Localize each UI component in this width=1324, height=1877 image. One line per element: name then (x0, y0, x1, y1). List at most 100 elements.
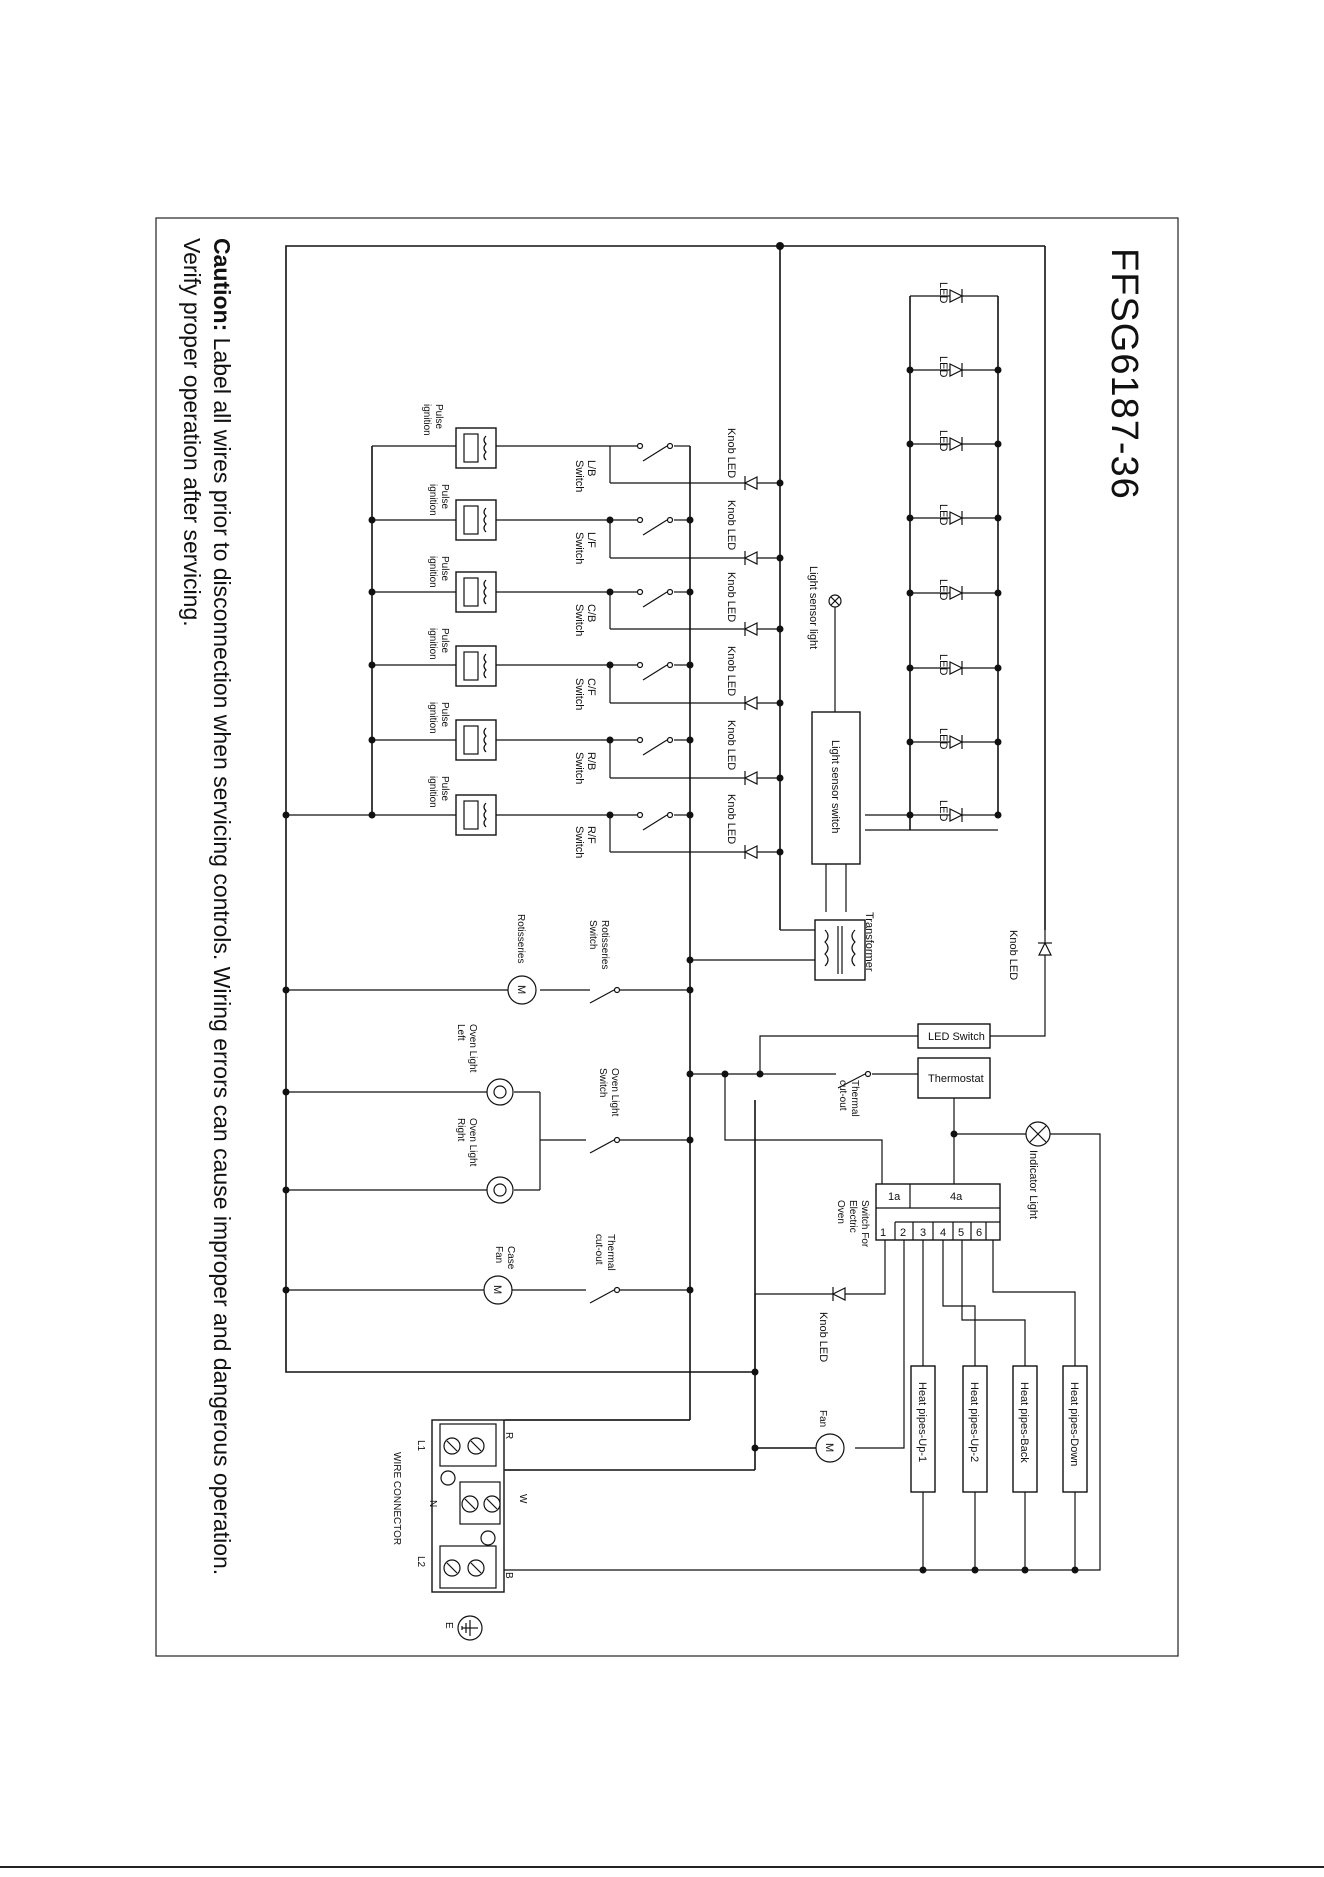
electric-oven-switch-label-a: Switch For (859, 1200, 870, 1248)
burner-row-2: Knob LED L/F Switch Pulse ignition (368, 484, 784, 565)
light-sensor: Light sensor light Light sensor switch (807, 566, 861, 912)
oven-light-left-label-b: Left (455, 1024, 466, 1041)
knob-led-label-4: Knob LED (725, 646, 737, 696)
switch-terminal-6: 6 (976, 1227, 982, 1239)
led-2 (906, 437, 1002, 451)
light-sensor-switch-box (811, 711, 861, 865)
oven-light-left-label-a: Oven Light (467, 1024, 478, 1073)
led-label-7: LED (937, 728, 949, 749)
switch-label-6b: Switch (573, 826, 585, 858)
heat-pipe-up-2-label: Heat pipes-Up-2 (968, 1382, 980, 1462)
oven-light-switch-label-b: Switch (597, 1068, 608, 1097)
pulse-label-1b: ignition (421, 404, 432, 436)
case-fan-thermal-label-b: cut-out (593, 1234, 604, 1265)
pulse-label-2b: ignition (427, 484, 438, 516)
pulse-label-2a: Pulse (439, 484, 450, 509)
pulse-label-1a: Pulse (433, 404, 444, 429)
switch-label-5b: Switch (573, 752, 585, 784)
switch-label-5a: R/B (585, 752, 597, 770)
led-4 (906, 586, 1002, 600)
case-fan-label-b: Fan (493, 1246, 504, 1263)
heat-pipes: Heat pipes-Up-1 Heat pipes-Up-2 Heat pip… (910, 1365, 1088, 1574)
switch-terminal-1: 1 (880, 1227, 886, 1239)
led-label-8: LED (937, 800, 949, 821)
oven-light-switch-label-a: Oven Light (609, 1068, 620, 1117)
led-0 (949, 289, 964, 303)
burner-row-6: Knob LED R/F Switch Pulse ignition (282, 776, 784, 859)
model-title: FFSG6187-36 (1103, 248, 1145, 500)
switch-label-4a: C/F (585, 678, 597, 696)
knob-led-label-5: Knob LED (725, 720, 737, 770)
control-block: LED Switch Thermostat Knob LED Thermal c… (686, 930, 1101, 1571)
pulse-label-5b: ignition (427, 702, 438, 734)
switch-label-3a: C/B (585, 604, 597, 622)
connector-wire-r: R (503, 1432, 514, 1439)
burner-row-3: Knob LED C/B Switch Pulse ignition (368, 556, 784, 636)
led-label-5: LED (937, 579, 949, 600)
rotisseries-switch-label-a: Rotisseries (599, 920, 610, 969)
switch-terminal-3: 3 (920, 1227, 926, 1239)
rotisseries-label: Rotisseries (515, 914, 526, 963)
connector-terminal-l1: L1 (415, 1440, 426, 1452)
led-switch-label: LED Switch (928, 1031, 985, 1043)
switch-terminal-1a: 1a (888, 1191, 901, 1203)
wire-connector-label: WIRE CONNECTOR (391, 1452, 402, 1545)
switch-label-1b: Switch (573, 460, 585, 492)
switch-label-6a: R/F (585, 826, 597, 844)
fan-motor-symbol: M (823, 1443, 835, 1452)
burner-row-1: Knob LED L/B Switch Pulse ignition (372, 404, 784, 492)
pulse-ignition-1 (455, 427, 497, 469)
heat-pipe-up-1-label: Heat pipes-Up-1 (916, 1382, 928, 1462)
light-sensor-switch-label: Light sensor switch (829, 740, 841, 834)
knob-led-label-6: Knob LED (725, 794, 737, 844)
pulse-ignition-3 (455, 571, 497, 613)
switch-label-2a: L/F (585, 532, 597, 548)
led-label-3: LED (937, 430, 949, 451)
indicator-light-label: Indicator Light (1027, 1150, 1039, 1219)
heat-pipe-up-1-box (910, 1365, 936, 1493)
rails (285, 242, 1046, 1471)
pulse-label-4b: ignition (427, 628, 438, 660)
rotisseries-switch-label-b: Switch (587, 920, 598, 949)
knob-led-label-1: Knob LED (725, 428, 737, 478)
case-fan-label-a: Case (505, 1246, 516, 1270)
switch-label-2b: Switch (573, 532, 585, 564)
light-sensor-light-label: Light sensor light (807, 566, 819, 649)
page-bottom-border (0, 1866, 1324, 1868)
pulse-label-5a: Pulse (439, 702, 450, 727)
pulse-label-3a: Pulse (439, 556, 450, 581)
switch-terminal-2: 2 (900, 1227, 906, 1239)
pulse-ignition-4 (455, 645, 497, 687)
led-5 (906, 661, 1002, 675)
thermal-cutout-label-a: Thermal (849, 1080, 860, 1117)
electric-oven-switch: 1a 4a 1 2 3 4 5 6 Switch For Electric Ov… (751, 1183, 1076, 1449)
switch-terminal-4a: 4a (950, 1191, 963, 1203)
electric-oven-switch-label-b: Electric (847, 1200, 858, 1233)
transformer-label: Transformer (863, 912, 875, 972)
thermostat-label: Thermostat (928, 1073, 984, 1085)
connector-wire-b: B (503, 1572, 514, 1579)
led-6 (906, 735, 1002, 749)
switch-label-3b: Switch (573, 604, 585, 636)
rotisserie-circuit: Rotisseries Switch M Rotisseries (282, 914, 694, 1005)
heat-pipe-back-box (1012, 1365, 1038, 1493)
switch-terminal-4: 4 (940, 1227, 946, 1239)
connector-wire-w: W (517, 1494, 528, 1504)
heat-pipe-down-label: Heat pipes-Down (1068, 1382, 1080, 1466)
heat-pipe-down-box (1062, 1365, 1088, 1493)
led-label-6: LED (937, 654, 949, 675)
pulse-ignition-6 (455, 794, 497, 836)
burner-row-4: Knob LED C/F Switch Pulse ignition (368, 628, 784, 710)
thermal-cutout-label-b: cut-out (837, 1080, 848, 1111)
connector-terminal-n: N (427, 1500, 438, 1507)
electric-oven-switch-label-c: Oven (835, 1200, 846, 1224)
switch-terminal-5: 5 (958, 1227, 964, 1239)
wire-connector: R W B L1 N L2 WIRE CONNECTOR E (391, 1419, 755, 1641)
fan-motor (815, 1433, 845, 1463)
caution-label: Caution: (209, 238, 235, 331)
led-3 (906, 511, 1002, 525)
transformer: Transformer (686, 912, 875, 981)
pulse-ignition-2 (455, 499, 497, 541)
heat-pipe-back-label: Heat pipes-Back (1018, 1382, 1030, 1463)
